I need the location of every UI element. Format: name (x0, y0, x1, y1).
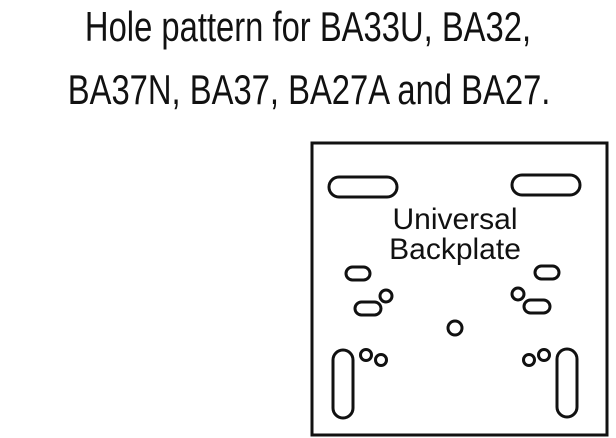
bottom-left-hole-1 (359, 348, 373, 362)
plate-label-line-2: Backplate (389, 233, 521, 266)
bottom-left-hole-2 (374, 353, 388, 367)
plate-label-line-1: Universal (392, 203, 517, 236)
bottom-left-vertical-slot (331, 348, 355, 420)
right-small-slot-lower (522, 298, 552, 315)
top-right-slot (510, 173, 582, 197)
bottom-right-hole-1 (522, 353, 536, 367)
bottom-right-vertical-slot (555, 347, 579, 419)
left-hole-upper (378, 288, 394, 304)
left-small-slot-upper (344, 265, 372, 282)
heading-line-2: BA37N, BA37, BA27A and BA27. (67, 66, 551, 113)
center-hole (446, 319, 464, 337)
left-small-slot-lower (353, 300, 383, 317)
heading-line-1: Hole pattern for BA33U, BA32, (84, 3, 532, 50)
backplate-outline (310, 141, 609, 437)
top-left-slot (327, 175, 399, 199)
bottom-right-hole-2 (537, 348, 551, 362)
right-small-slot-upper (533, 264, 561, 281)
right-hole-upper (510, 286, 526, 302)
